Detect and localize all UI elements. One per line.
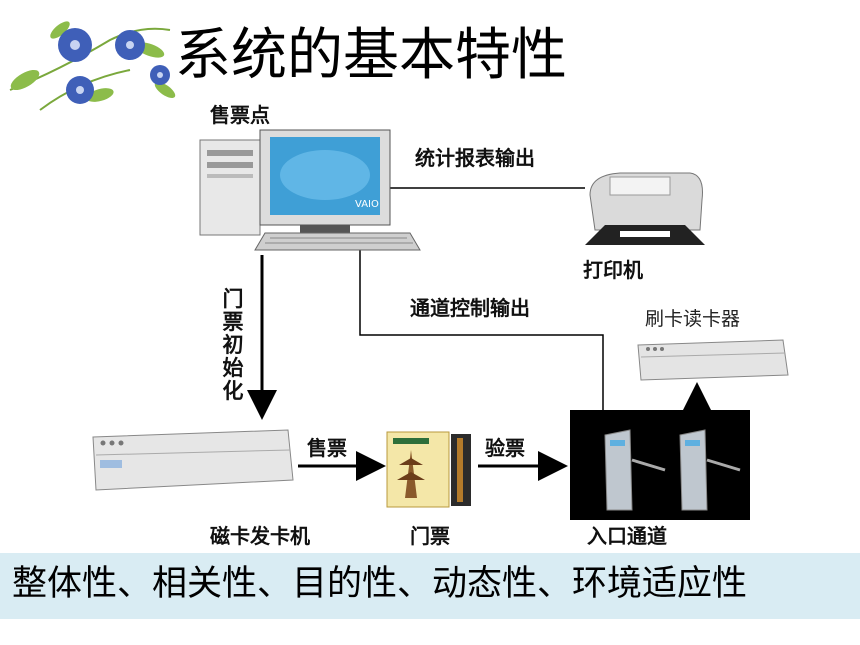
label-ticket-point: 售票点	[210, 103, 270, 127]
flower-decoration-icon	[9, 21, 176, 111]
label-channel-control: 通道控制输出	[410, 296, 530, 320]
label-ticket: 门票	[410, 524, 450, 548]
page-title: 系统的基本特性	[175, 23, 567, 88]
label-stats-output: 统计报表输出	[415, 146, 535, 170]
label-card-reader: 刷卡读卡器	[645, 308, 741, 330]
card-reader-icon	[637, 339, 789, 381]
monitor-brand: VAIO	[355, 199, 379, 210]
label-ticket-init: 门票初始化	[222, 287, 244, 403]
label-check-ticket: 验票	[485, 436, 525, 460]
label-printer: 打印机	[583, 258, 643, 282]
label-sell-ticket: 售票	[307, 436, 347, 460]
line-channel-control	[359, 250, 604, 410]
entrance-gate-icon	[570, 410, 750, 520]
computer-icon: VAIO	[199, 129, 421, 251]
footer-band	[0, 553, 860, 619]
label-entrance: 入口通道	[587, 524, 667, 548]
card-issuer-icon	[92, 429, 294, 491]
printer-icon	[585, 172, 705, 245]
ticket-icon	[386, 431, 471, 508]
footer-characteristics: 整体性、相关性、目的性、动态性、环境适应性	[12, 564, 748, 604]
label-card-issuer: 磁卡发卡机	[210, 524, 310, 548]
